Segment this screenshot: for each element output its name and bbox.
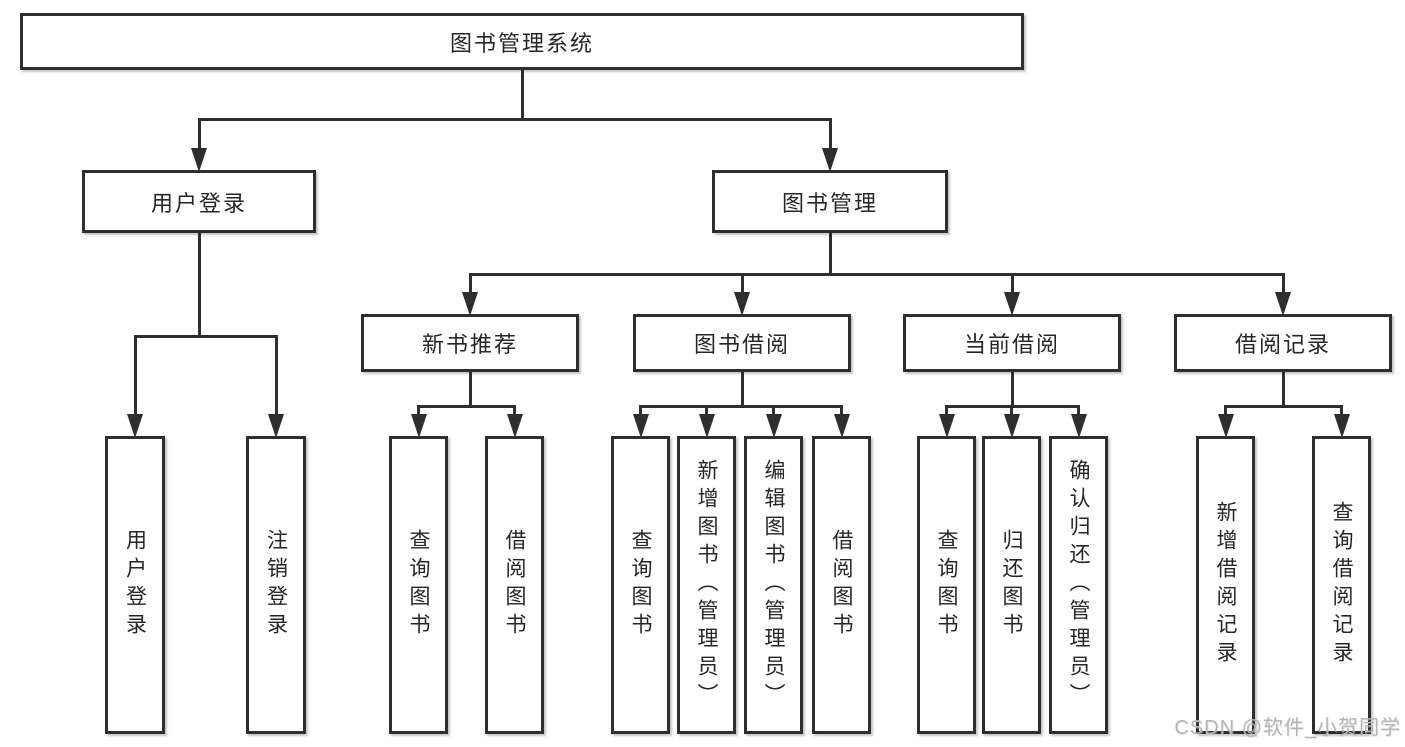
arrow-down-icon-newbook [462, 292, 478, 316]
node-newbook: 新书推荐 [361, 314, 579, 372]
connector-bar-newbook [417, 405, 516, 408]
arrow-down-icon-bb-borrow [833, 414, 850, 438]
arrow-down-icon-bb-query [632, 414, 649, 438]
arrow-down-icon-logout [268, 414, 284, 438]
node-label-bb-edit: 编辑图书（管理员） [762, 459, 785, 711]
node-label-borrow: 图书借阅 [693, 332, 790, 357]
connector-stem-current [1010, 372, 1014, 408]
node-label-bb-borrow: 借阅图书 [830, 529, 853, 641]
node-label-login: 用户登录 [150, 190, 247, 216]
connector-drop-cur-return [1010, 405, 1013, 414]
node-records: 借阅记录 [1174, 314, 1392, 372]
connector-stem-borrow [740, 372, 744, 408]
arrow-down-icon-records [1275, 292, 1291, 316]
connector-drop-nb-borrow [513, 405, 516, 414]
node-label-cur-query: 查询图书 [935, 529, 958, 641]
arrow-down-icon-nb-query [410, 414, 427, 438]
node-label-cur-confirm: 确认归还（管理员） [1067, 459, 1090, 711]
node-userlogin: 用户登录 [105, 436, 165, 734]
node-cur-query: 查询图书 [917, 436, 976, 734]
node-label-records: 借阅记录 [1234, 332, 1331, 357]
connector-stem-records [1281, 372, 1285, 408]
connector-drop-rec-query [1340, 405, 1343, 414]
connector-drop-login [197, 118, 201, 148]
node-label-bookmgmt: 图书管理 [781, 190, 878, 216]
connector-drop-current [1010, 273, 1014, 292]
node-cur-return: 归还图书 [982, 436, 1041, 734]
node-label-bb-add: 新增图书（管理员） [695, 459, 718, 711]
connector-drop-bb-query [639, 405, 642, 414]
node-label-nb-borrow: 借阅图书 [503, 529, 526, 641]
node-label-userlogin: 用户登录 [123, 529, 147, 641]
node-bb-query: 查询图书 [611, 436, 670, 734]
node-bb-add: 新增图书（管理员） [677, 436, 736, 734]
arrow-down-icon-userlogin [127, 414, 143, 438]
node-bb-borrow: 借阅图书 [812, 436, 871, 734]
node-label-rec-add: 新增借阅记录 [1214, 501, 1237, 669]
node-label-current: 当前借阅 [963, 332, 1060, 357]
connector-bar-login [133, 335, 278, 338]
connector-drop-userlogin [133, 335, 137, 414]
node-label-root: 图书管理系统 [449, 30, 594, 56]
node-label-nb-query: 查询图书 [407, 529, 430, 641]
connector-drop-bb-edit [772, 405, 775, 414]
node-label-logout: 注销登录 [264, 529, 288, 641]
node-bookmgmt: 图书管理 [712, 170, 948, 233]
arrow-down-icon-bookmgmt [822, 148, 838, 172]
node-label-newbook: 新书推荐 [421, 332, 518, 357]
arrow-down-icon-current [1004, 292, 1020, 316]
connector-drop-logout [274, 335, 278, 414]
arrow-down-icon-rec-add [1217, 414, 1234, 438]
connector-bar-borrow [639, 405, 843, 408]
node-login: 用户登录 [82, 170, 316, 233]
connector-drop-bb-borrow [840, 405, 843, 414]
node-cur-confirm: 确认归还（管理员） [1049, 436, 1108, 734]
node-rec-add: 新增借阅记录 [1196, 436, 1255, 734]
connector-bar-root [197, 118, 832, 121]
connector-drop-bb-add [705, 405, 708, 414]
connector-drop-nb-query [417, 405, 420, 414]
connector-bar-bookmgmt [468, 273, 1285, 276]
arrow-down-icon-bb-edit [765, 414, 782, 438]
arrow-down-icon-borrow [734, 292, 750, 316]
arrow-down-icon-cur-confirm [1070, 414, 1087, 438]
node-label-rec-query: 查询借阅记录 [1330, 501, 1353, 669]
arrow-down-icon-cur-return [1003, 414, 1020, 438]
arrow-down-icon-cur-query [938, 414, 955, 438]
connector-drop-newbook [468, 273, 472, 292]
node-nb-borrow: 借阅图书 [485, 436, 544, 734]
connector-stem-bookmgmt [828, 233, 832, 276]
node-bb-edit: 编辑图书（管理员） [744, 436, 803, 734]
connector-drop-records [1281, 273, 1285, 292]
connector-drop-cur-query [945, 405, 948, 414]
arrow-down-icon-login [191, 148, 207, 172]
connector-stem-newbook [468, 372, 472, 408]
node-label-cur-return: 归还图书 [1000, 529, 1023, 641]
connector-bar-records [1224, 405, 1343, 408]
connector-stem-root [520, 70, 524, 121]
node-root: 图书管理系统 [20, 13, 1024, 70]
connector-drop-borrow [740, 273, 744, 292]
node-rec-query: 查询借阅记录 [1312, 436, 1371, 734]
arrow-down-icon-rec-query [1333, 414, 1350, 438]
connector-drop-bookmgmt [828, 118, 832, 148]
arrow-down-icon-nb-borrow [506, 414, 523, 438]
node-nb-query: 查询图书 [389, 436, 448, 734]
node-label-bb-query: 查询图书 [629, 529, 652, 641]
node-logout: 注销登录 [246, 436, 306, 734]
node-borrow: 图书借阅 [633, 314, 851, 372]
node-current: 当前借阅 [903, 314, 1121, 372]
connector-drop-cur-confirm [1077, 405, 1080, 414]
arrow-down-icon-bb-add [698, 414, 715, 438]
connector-drop-rec-add [1224, 405, 1227, 414]
connector-stem-login [197, 233, 201, 338]
